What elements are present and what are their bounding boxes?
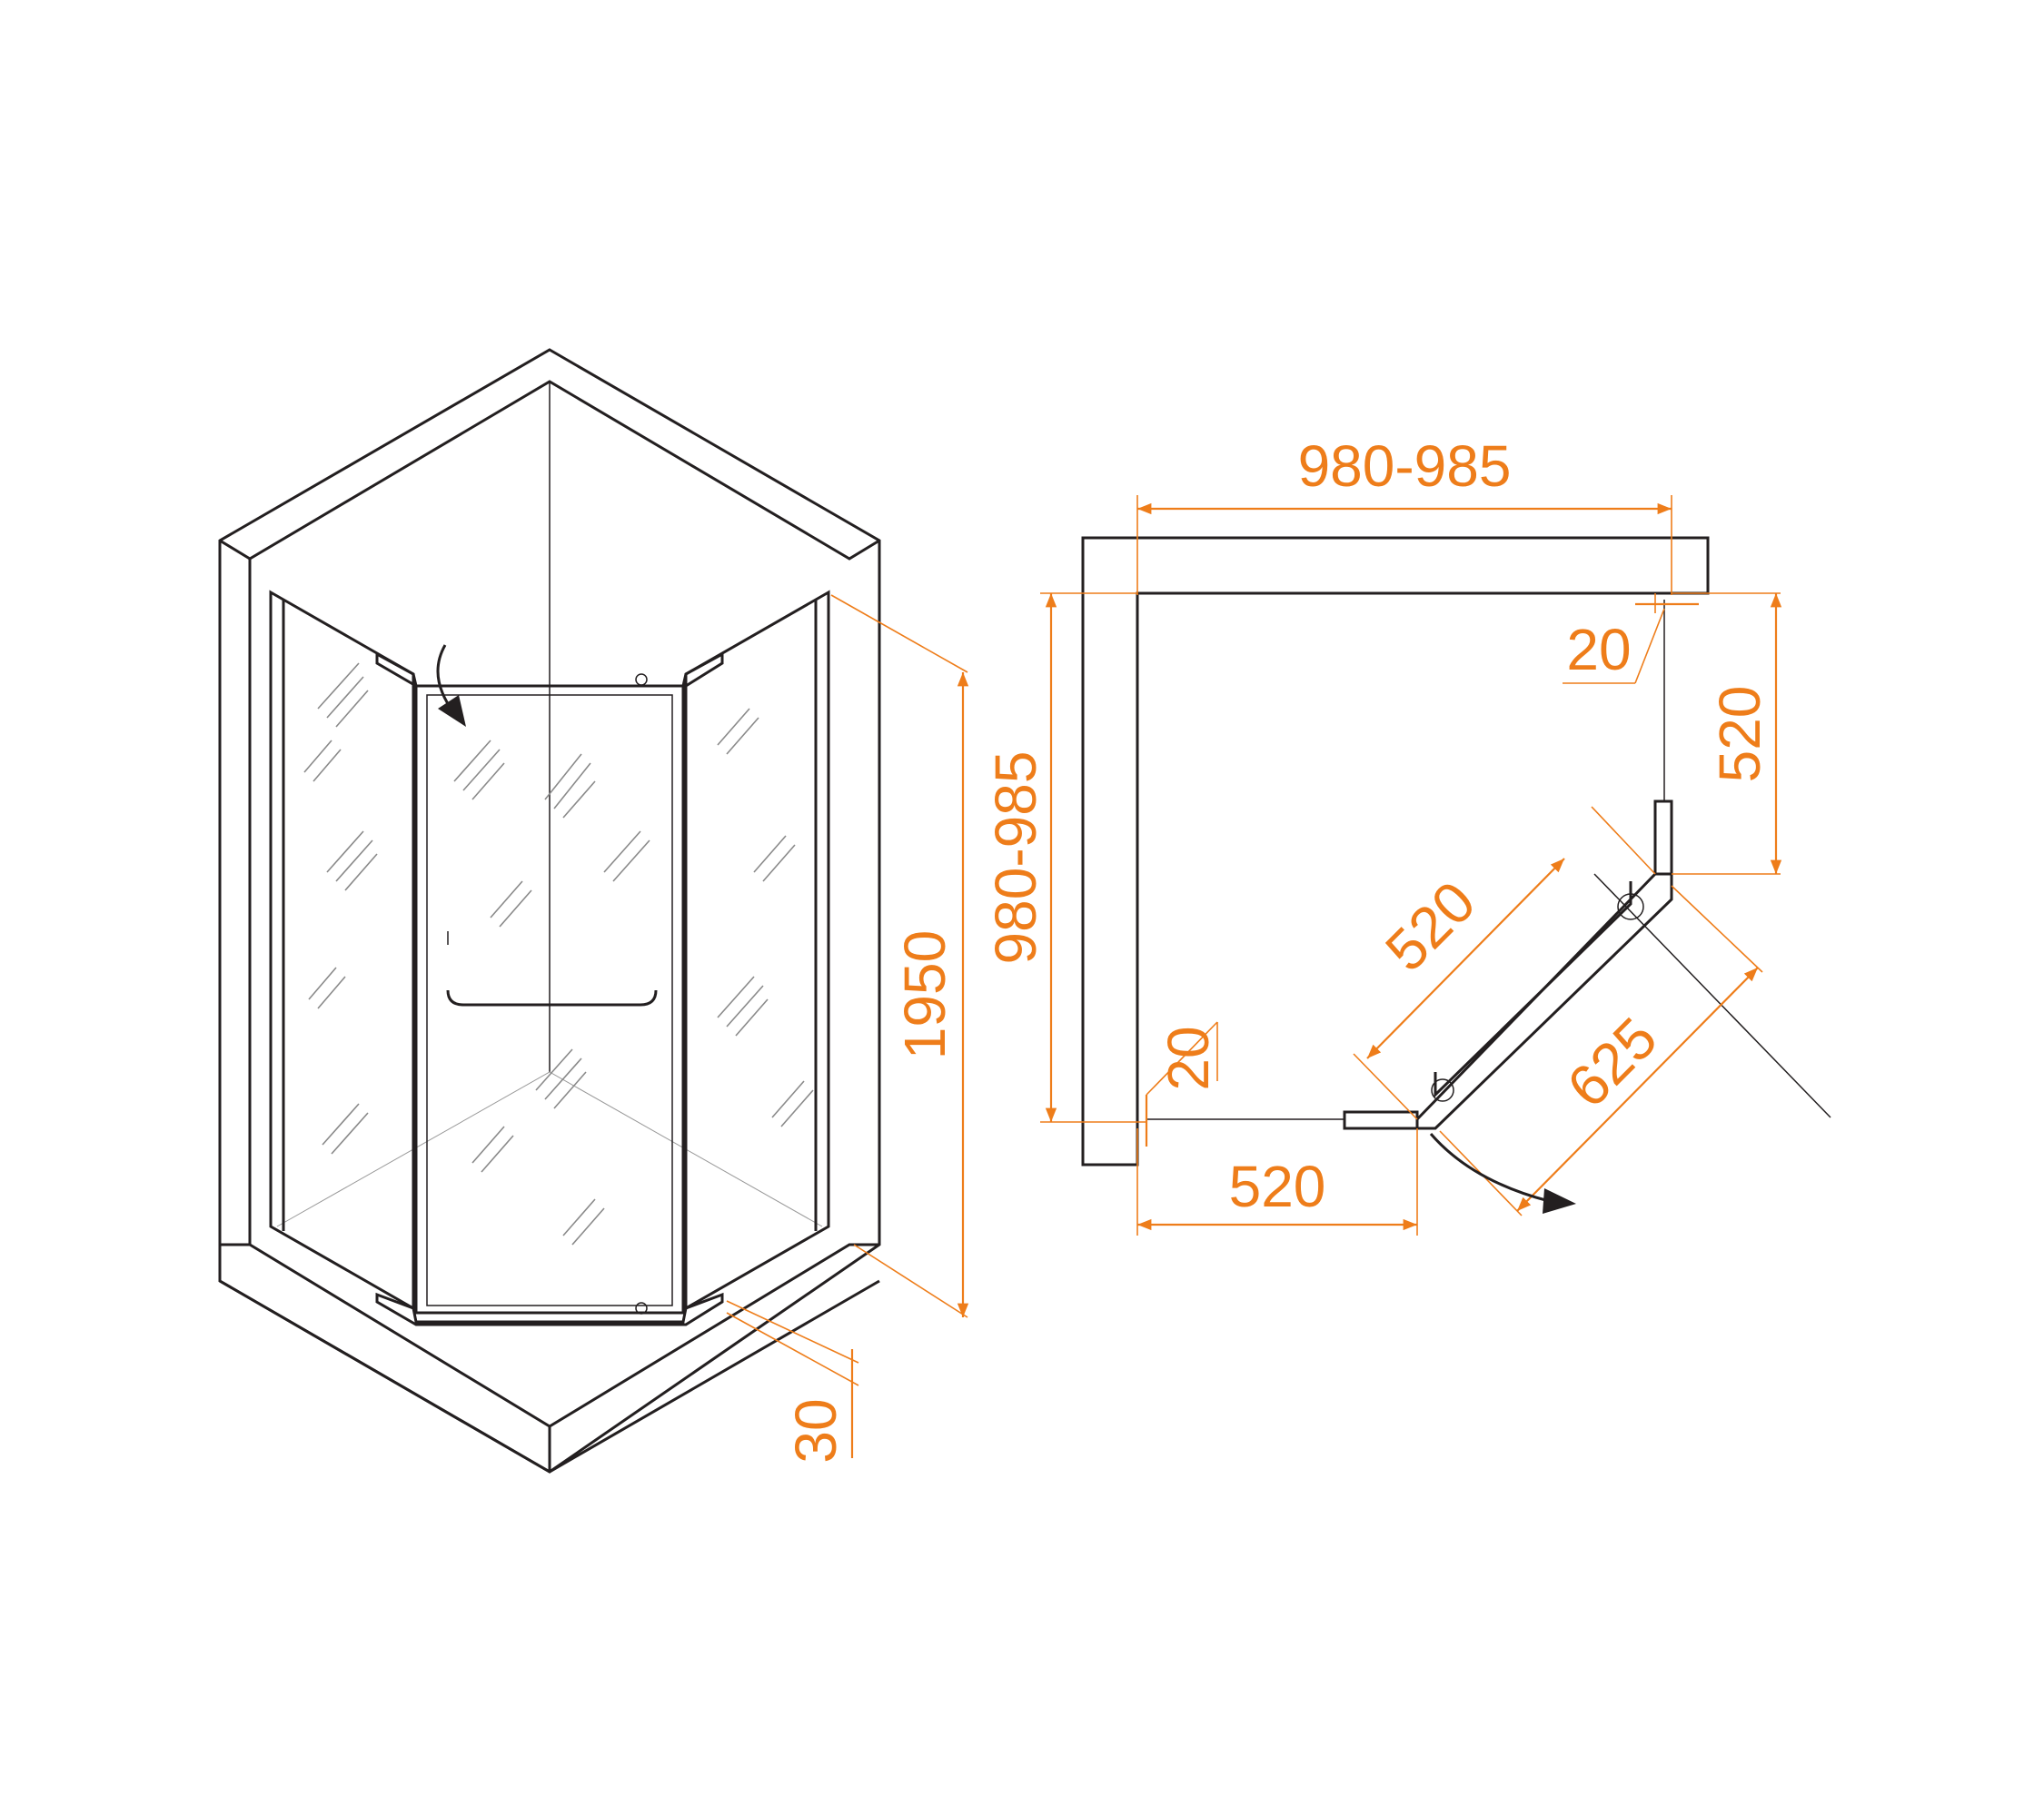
door-frame-inner — [426, 694, 673, 1306]
bottom-bar — [375, 1292, 724, 1326]
diag-ext-2 — [1591, 806, 1656, 875]
right-fixed-panel-profile — [1653, 799, 1673, 876]
door-dim-line — [1516, 967, 1759, 1212]
diag-dim-line — [1366, 858, 1565, 1059]
base-ext-1 — [726, 1300, 859, 1364]
top-width-label: 980-985 — [1298, 433, 1512, 499]
bottom-fixed-panel-profile — [1343, 1110, 1419, 1130]
door-width-label: 625 — [1554, 1005, 1669, 1119]
height-ext-bottom — [853, 1244, 968, 1318]
shower-tray — [220, 1243, 879, 1428]
plan-view: 980-985 20 520 980-985 20 520 520 — [983, 433, 1831, 1236]
left-depth-label: 980-985 — [983, 751, 1048, 965]
glass-hatching — [303, 662, 814, 1246]
door-swing-arrowhead-icon — [438, 695, 466, 727]
right-panel-label: 520 — [1707, 686, 1772, 783]
diagonal-panel-label: 520 — [1373, 869, 1487, 983]
top-bar — [375, 651, 724, 688]
bottom-panel-label: 520 — [1229, 1154, 1326, 1219]
door-swing-arrowhead-plan-icon — [1543, 1188, 1576, 1214]
isometric-view: 1950 30 — [218, 348, 969, 1474]
top-right-gap-label: 20 — [1566, 617, 1631, 682]
height-ext-top — [830, 594, 968, 673]
left-panel-glass — [269, 590, 415, 1311]
height-label: 1950 — [892, 930, 958, 1059]
hinge-circle-2 — [1431, 1078, 1454, 1102]
hinge-circle — [1617, 893, 1644, 920]
door-ext-2 — [1671, 885, 1763, 973]
top-hinge-pin — [635, 673, 648, 686]
left-gap-label: 20 — [1156, 1026, 1221, 1090]
bottom-hinge-pin — [635, 1302, 648, 1315]
diag-ext-1 — [1353, 1053, 1418, 1120]
door-swing-arrow-plan-icon — [1429, 1133, 1550, 1203]
gap-left-leader — [1146, 1021, 1218, 1096]
base-label: 30 — [783, 1398, 848, 1463]
right-panel-glass — [684, 590, 830, 1311]
gap-top-leader — [1634, 608, 1665, 684]
door-handle — [446, 989, 658, 1007]
floor-lines — [276, 1071, 823, 1227]
base-ext-2 — [726, 1312, 859, 1386]
